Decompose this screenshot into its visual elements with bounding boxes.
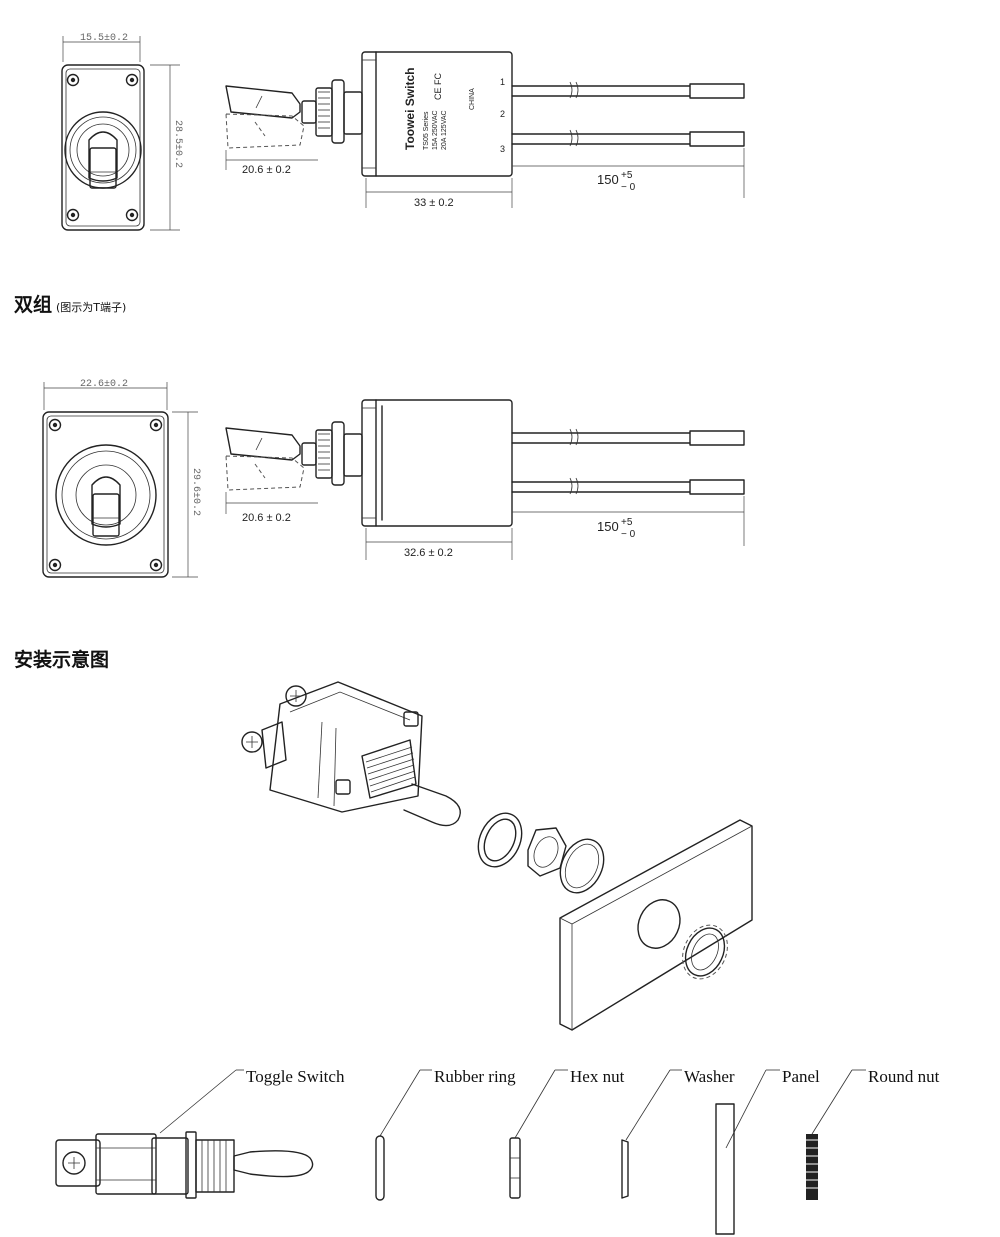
single-lead-tol-minus: − 0 (621, 182, 636, 193)
profile-round-nut (806, 1069, 866, 1200)
install-section-title: 安装示意图 (14, 649, 110, 671)
single-terminal-3: 3 (500, 144, 505, 154)
washer-label: Washer (684, 1067, 735, 1086)
install-exploded-view (241, 681, 753, 1031)
rubber-ring-label: Rubber ring (434, 1067, 516, 1086)
hex-nut-label: Hex nut (570, 1067, 625, 1086)
double-body-dim: 32.6 ± 0.2 (404, 547, 453, 559)
profile-panel (715, 1069, 780, 1235)
install-section-heading: 安装示意图 (14, 645, 109, 672)
panel-label: Panel (782, 1067, 820, 1086)
profile-hex-nut (509, 1069, 568, 1199)
double-lead-tol-minus: − 0 (621, 529, 636, 540)
single-cert-marks: CE FC (433, 72, 443, 100)
profile-rubber-ring (375, 1069, 432, 1201)
single-brand: Toowei Switch (403, 68, 417, 150)
double-section-note: (图示为T端子) (56, 301, 127, 314)
toggle-switch-label: Toggle Switch (246, 1067, 345, 1086)
double-section-title: 双组 (14, 294, 53, 316)
double-section-heading: 双组(图示为T端子) (14, 290, 126, 317)
single-terminal-2: 2 (500, 109, 505, 119)
double-lever-dim: 20.6 ± 0.2 (242, 512, 291, 524)
single-body-dim: 33 ± 0.2 (414, 197, 454, 209)
single-series: TS05 Series (423, 111, 430, 150)
single-terminal-1: 1 (500, 77, 505, 87)
single-side-view: 20.6 ± 0.2 Toowei Switch TS05 Series 15A… (225, 51, 745, 209)
double-lead-tol-plus: +5 (621, 517, 633, 528)
single-lever-dim: 20.6 ± 0.2 (242, 164, 291, 176)
round-nut-label: Round nut (868, 1067, 940, 1086)
single-rating-2: 20A 125VAC (441, 110, 448, 150)
single-origin: CHINA (469, 88, 476, 110)
single-lead-dim: 150 (597, 172, 619, 187)
single-width-dim: 15.5±0.2 (80, 33, 128, 44)
double-side-view: 20.6 ± 0.2 150 +5 − 0 32.6 ± 0.2 (225, 399, 745, 560)
double-lead-dim: 150 (597, 519, 619, 534)
install-profile-row: Toggle Switch Rubber ring Hex nut Washer… (55, 1067, 940, 1235)
single-rating-1: 15A 250VAC (432, 110, 439, 150)
profile-toggle-switch (55, 1069, 314, 1199)
single-front-view: 15.5±0.2 28.5±0.2 (61, 33, 183, 231)
profile-washer (621, 1069, 682, 1199)
double-front-view: 22.6±0.2 29.6±0.2 (42, 379, 201, 578)
single-lead-tol-plus: +5 (621, 170, 633, 181)
double-width-dim: 22.6±0.2 (80, 379, 128, 390)
double-height-dim: 29.6±0.2 (190, 468, 201, 516)
single-height-dim: 28.5±0.2 (172, 120, 183, 168)
